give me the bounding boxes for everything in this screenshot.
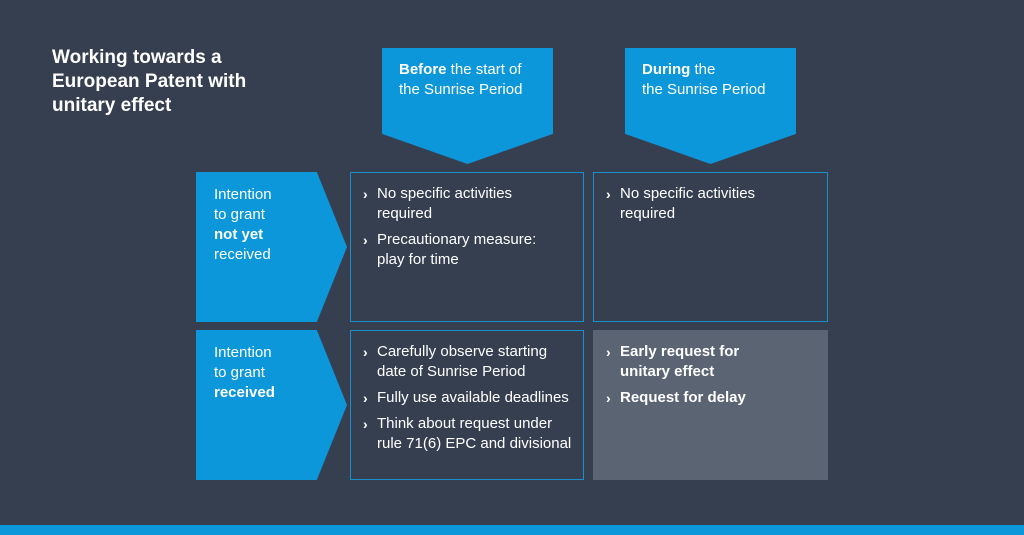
list-item-line: Fully use available deadlines [377,389,569,406]
column-header-during: During the the Sunrise Period [625,48,796,164]
row-header-2-line2: to grant [214,364,265,381]
list-item-line: unitary effect [620,363,715,380]
list-item-line: Think about request under [377,415,553,432]
column-header-before-line2: the Sunrise Period [399,81,523,98]
row-header-2-line1: Intention [214,344,272,361]
row-header-1-line1: Intention [214,186,272,203]
chevron-right-icon: › [606,390,611,406]
cell-received-before: › Carefully observe starting date of Sun… [350,330,584,480]
cell-received-during: › Early request for unitary effect › Req… [593,330,828,480]
list-item-line: date of Sunrise Period [377,363,526,380]
list-item-line: required [377,205,433,222]
chevron-right-icon: › [363,344,368,360]
row-header-2-bold: received [214,384,275,401]
list-item-line: Early request for [620,343,740,360]
bottom-accent-bar [0,525,1024,535]
list-item-line: play for time [377,251,459,268]
list-item: › Think about request under rule 71(6) E… [363,414,573,454]
row-header-not-yet-received: Intention to grant not yet received [196,172,347,322]
page-title: Working towards a European Patent with u… [52,46,292,118]
cell-not-yet-during: › No specific activities required [593,172,828,322]
column-header-before-rest: the start of [446,61,522,78]
chevron-right-icon: › [606,344,611,360]
list-item: › Carefully observe starting date of Sun… [363,342,573,382]
list-item: › Fully use available deadlines [363,388,573,408]
list-item-line: No specific activities [620,185,756,202]
row-header-1-bold: not yet [214,226,264,243]
list-item: › Precautionary measure: play for time [363,230,573,270]
chevron-right-icon: › [363,390,368,406]
cell-not-yet-before: › No specific activities required › Prec… [350,172,584,322]
row-header-received: Intention to grant received [196,330,347,480]
chevron-right-icon: › [363,186,368,202]
list-item: › No specific activities required [363,184,573,224]
list-item-line: Precautionary measure: [377,231,537,248]
row-header-1-line4: received [214,246,271,263]
title-line-3: unitary effect [52,95,172,116]
list-item-line: No specific activities [377,185,513,202]
list-item: › No specific activities required [606,184,817,224]
column-header-before: Before the start of the Sunrise Period [382,48,553,164]
title-line-2: European Patent with [52,71,247,92]
chevron-right-icon: › [363,232,368,248]
title-line-1: Working towards a [52,47,222,68]
list-item-line: required [620,205,676,222]
chevron-right-icon: › [606,186,611,202]
list-item: › Early request for unitary effect [606,342,817,382]
row-header-1-line2: to grant [214,206,265,223]
column-header-before-bold: Before [399,61,447,78]
list-item-line: rule 71(6) EPC and divisional [377,435,572,452]
list-item-line: Carefully observe starting [377,343,548,360]
column-header-during-rest: the [690,61,716,78]
list-item-line: Request for delay [620,389,746,406]
chevron-right-icon: › [363,416,368,432]
column-header-during-line2: the Sunrise Period [642,81,766,98]
list-item: › Request for delay [606,388,817,408]
column-header-during-bold: During [642,61,691,78]
